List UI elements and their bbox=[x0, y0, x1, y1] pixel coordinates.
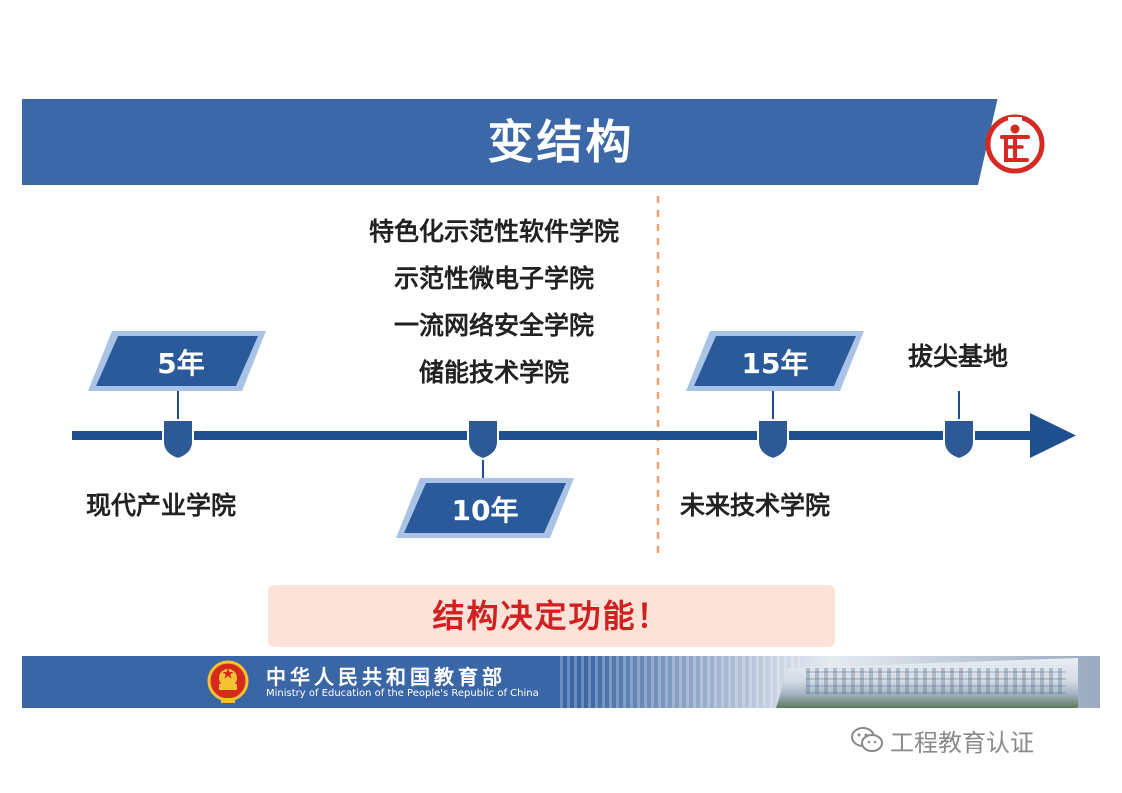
header-banner: 变结构 bbox=[22, 99, 1100, 185]
node-marker-1 bbox=[162, 419, 194, 461]
period-label-10: 10年 bbox=[451, 494, 519, 527]
period-label-5: 5年 bbox=[157, 347, 205, 380]
node-marker-2 bbox=[467, 419, 499, 461]
timeline-axis bbox=[72, 431, 1032, 440]
watermark: 工程教育认证 bbox=[850, 722, 1080, 758]
header-logo-panel bbox=[978, 99, 1100, 185]
node-label-future-tech: 未来技术学院 bbox=[680, 491, 831, 520]
period-tag-5 bbox=[88, 331, 266, 391]
footer-ministry-name-en: Ministry of Education of the People's Re… bbox=[266, 688, 539, 699]
page-title: 变结构 bbox=[487, 115, 635, 169]
node-label-top-base: 拔尖基地 bbox=[908, 342, 1009, 371]
logo-icon bbox=[985, 114, 1045, 174]
footer-building-windows bbox=[806, 668, 1066, 694]
watermark-text: 工程教育认证 bbox=[890, 729, 1034, 757]
conclusion-banner: 结构决定功能！ bbox=[268, 585, 835, 647]
center-list-item: 示范性微电子学院 bbox=[393, 264, 594, 293]
center-list-item: 储能技术学院 bbox=[418, 358, 569, 387]
footer-stripes bbox=[560, 656, 800, 708]
period-label-15: 15年 bbox=[741, 347, 809, 380]
period-tag-15 bbox=[686, 331, 864, 391]
national-emblem-icon bbox=[207, 660, 249, 703]
center-list-item: 特色化示范性软件学院 bbox=[368, 217, 619, 246]
footer-ministry-name-cn: 中华人民共和国教育部 bbox=[266, 665, 506, 689]
wechat-icon bbox=[851, 727, 883, 752]
node-label-modern-industry: 现代产业学院 bbox=[86, 491, 237, 520]
node-marker-3 bbox=[757, 419, 789, 461]
period-tag-10 bbox=[396, 478, 574, 538]
node-marker-4 bbox=[943, 419, 975, 461]
timeline-arrow bbox=[1030, 413, 1076, 458]
center-college-list: 特色化示范性软件学院 示范性微电子学院 一流网络安全学院 储能技术学院 bbox=[300, 208, 688, 396]
center-list-item: 一流网络安全学院 bbox=[393, 311, 594, 340]
